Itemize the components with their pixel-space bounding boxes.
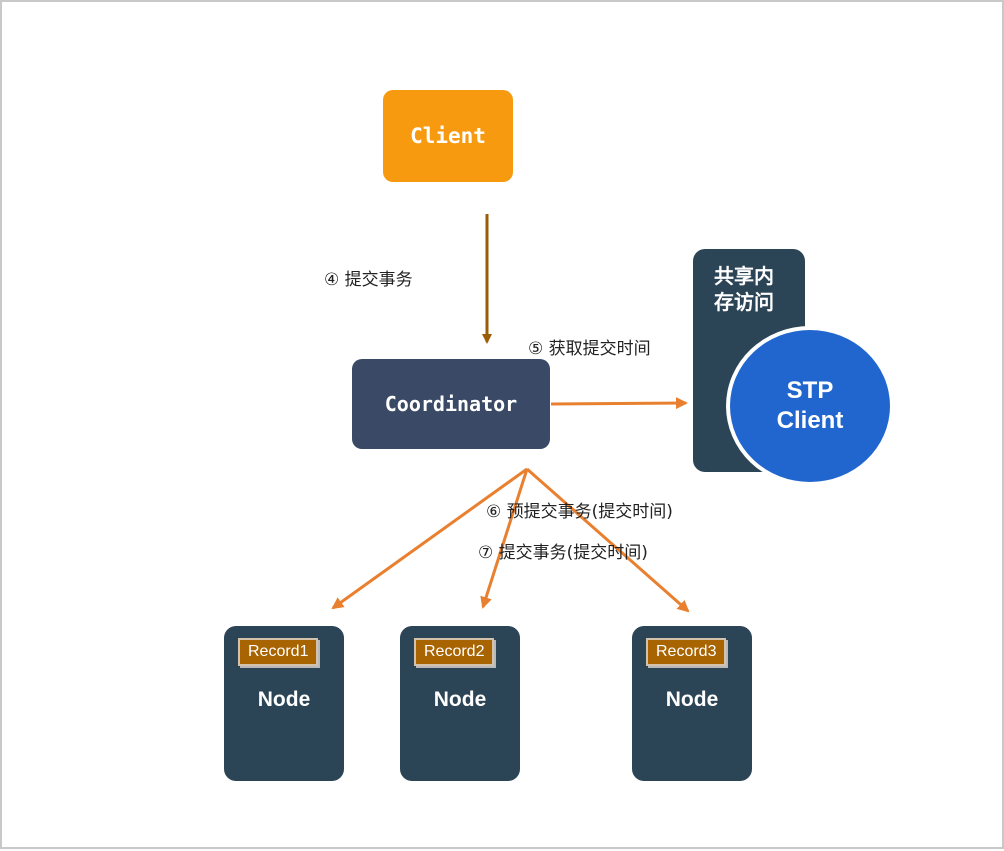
arrow-coordinator-to-node3 xyxy=(526,467,690,613)
node-label-1: Node xyxy=(257,688,311,711)
node-label-2: Node xyxy=(433,688,487,711)
record-tag-2: Record2 xyxy=(414,638,495,666)
client-box: Client xyxy=(383,90,513,182)
coordinator-label: Coordinator xyxy=(384,392,518,416)
step-5-label: ⑤ 获取提交时间 xyxy=(528,339,651,359)
step-7-label: ⑦ 提交事务(提交时间) xyxy=(478,543,648,563)
arrow-coordinator-to-node1 xyxy=(331,467,528,610)
step-4-label: ④ 提交事务 xyxy=(324,270,413,290)
arrow-coordinator-to-stp xyxy=(550,397,688,410)
node-box-2: Record2 Node xyxy=(400,626,520,781)
coordinator-box: Coordinator xyxy=(352,359,550,449)
step-6-label: ⑥ 预提交事务(提交时间) xyxy=(486,502,673,522)
stp-client-circle: STP Client xyxy=(726,326,894,486)
node-box-1: Record1 Node xyxy=(224,626,344,781)
node-label-3: Node xyxy=(665,688,719,711)
arrow-coordinator-to-node2 xyxy=(480,468,529,609)
client-label: Client xyxy=(410,124,486,148)
record-tag-3: Record3 xyxy=(646,638,727,666)
node-box-3: Record3 Node xyxy=(632,626,752,781)
shared-memory-label: 共享内存访问 xyxy=(714,264,774,314)
stp-client-label: STP Client xyxy=(776,377,844,434)
record-tag-1: Record1 xyxy=(238,638,319,666)
